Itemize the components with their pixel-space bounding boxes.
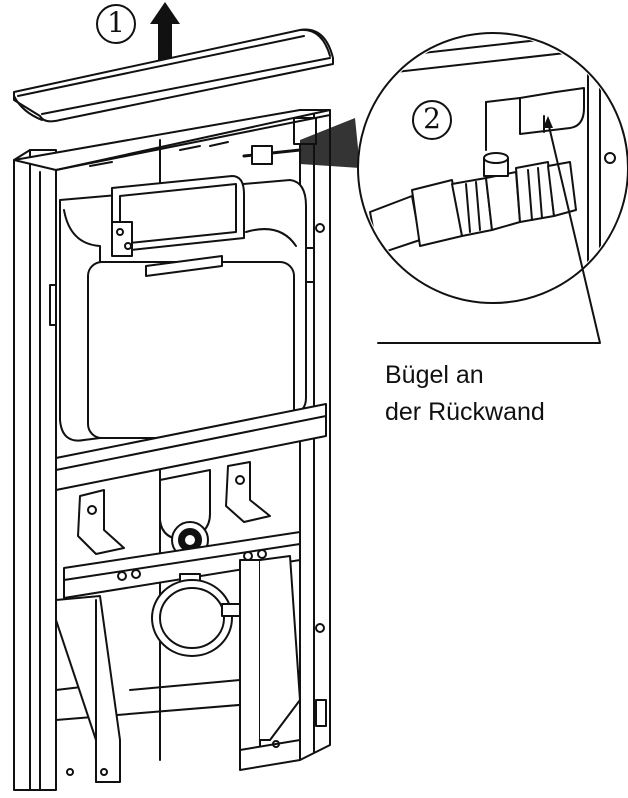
valve-detail (369, 152, 577, 255)
frame-left-post (13, 149, 57, 791)
cistern-tank (59, 175, 307, 442)
step-2-number: 2 (423, 102, 441, 135)
detail-magnifier (357, 32, 628, 304)
frame-cross-bar (55, 403, 327, 491)
step-1-label: 1 (96, 4, 136, 44)
toilet-connector-ring (151, 579, 241, 657)
frame-legs (55, 555, 301, 783)
frame-top-rail (13, 109, 331, 171)
top-cover (13, 28, 334, 123)
step-2-label: 2 (412, 100, 452, 140)
supply-hose (242, 118, 360, 168)
step-1-number: 1 (107, 6, 125, 39)
mounting-bracket-left (77, 489, 125, 555)
wall-bracket (485, 87, 585, 151)
step-2-ring (412, 100, 452, 140)
drain-pipe (159, 469, 211, 559)
step-1-ring (96, 4, 136, 44)
callout-line-1: Bügel an (385, 361, 484, 389)
bracket-callout: Bügel an der Rückwand (385, 357, 545, 431)
callout-line-2: der Rückwand (385, 398, 545, 426)
callout-leader (377, 116, 601, 344)
mounting-bracket-right (225, 461, 271, 523)
